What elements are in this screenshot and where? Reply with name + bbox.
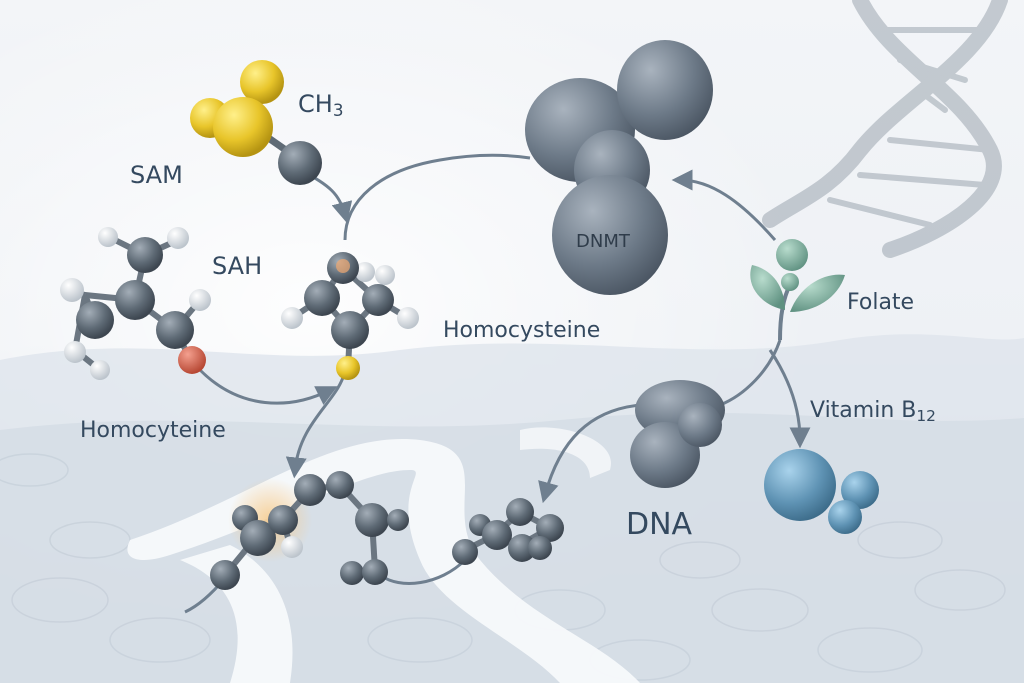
dna-blob	[630, 380, 725, 488]
vitamin-b12-molecule	[764, 449, 879, 534]
arrow-top-loop	[343, 153, 531, 241]
dnmt-label: DNMT	[576, 231, 630, 252]
homocysteine-label: Homocysteine	[443, 318, 601, 343]
sah-label: SAH	[212, 252, 263, 280]
arrow-red-to-down	[198, 368, 338, 406]
homocyteine-label: Homocyteine	[80, 418, 226, 443]
vitamin-subscript: 12	[916, 406, 936, 425]
leaf-left	[750, 265, 785, 310]
bottom-molecule-chain	[210, 471, 564, 590]
homocysteine-molecule	[281, 252, 419, 380]
dna-helix-background	[762, 0, 1008, 258]
arrow-center-down	[285, 369, 347, 479]
ch3-main: CH	[298, 90, 333, 118]
winding-path-2	[180, 545, 293, 683]
dnmt-enzyme	[525, 40, 713, 295]
folate-plant	[750, 239, 845, 341]
ch3-subscript: 3	[332, 100, 344, 121]
arrow-chain-link	[379, 558, 467, 585]
vitamin-main: Vitamin B	[810, 398, 917, 423]
leaf-right	[790, 274, 845, 312]
vitamin-b12-label: Vitamin B12	[810, 400, 936, 424]
sam-label: SAM	[130, 161, 183, 189]
winding-path-3	[520, 427, 612, 478]
arrow-dnmt-to-folate	[671, 169, 777, 241]
arrow-folate-to-b12	[768, 349, 811, 449]
dna-label: DNA	[626, 507, 693, 542]
arrow-dna-to-chain	[538, 403, 641, 504]
ch3-label: CH3	[298, 92, 344, 119]
arrow-folate-to-dna	[719, 339, 782, 407]
folate-label: Folate	[847, 290, 915, 315]
sah-molecule	[60, 227, 211, 380]
sam-molecule	[190, 60, 322, 185]
